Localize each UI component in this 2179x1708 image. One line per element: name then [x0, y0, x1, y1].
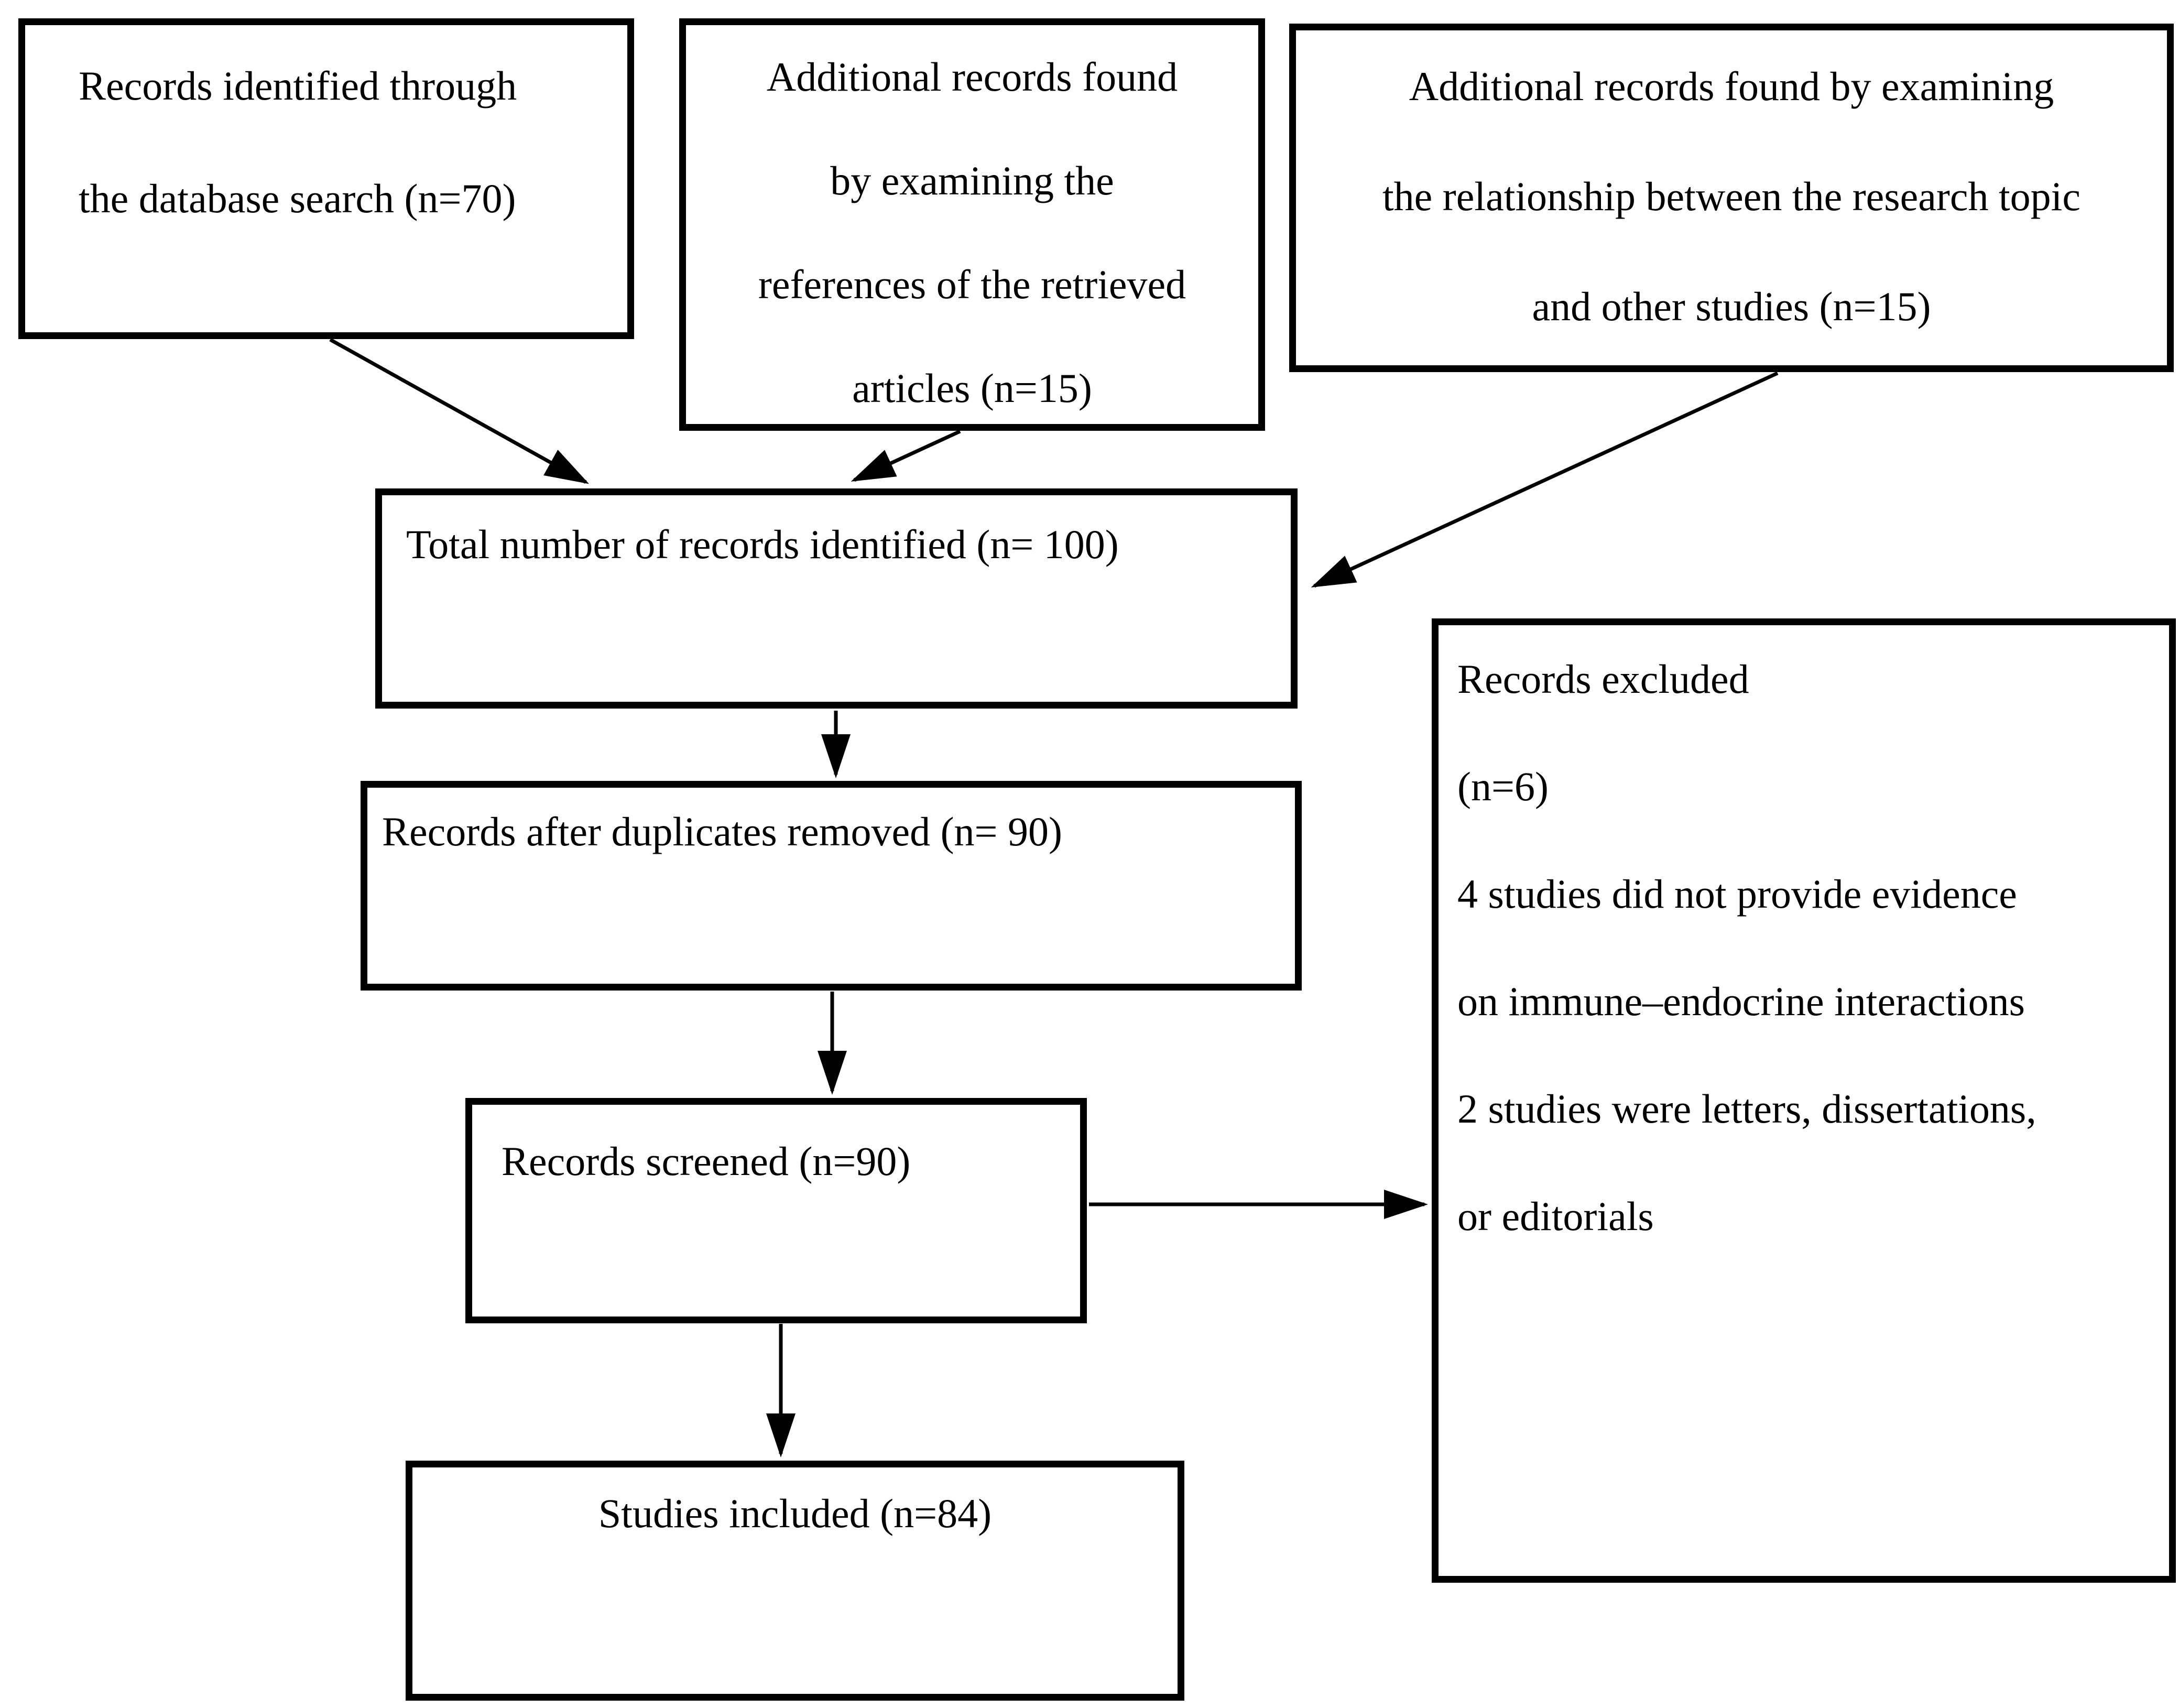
box-total-records-identified: Total number of records identified (n= 1… — [375, 488, 1298, 709]
additional-relationship-line: the relationship between the research to… — [1382, 173, 2080, 219]
records-identified-line: Records identified through — [79, 63, 517, 108]
records-excluded-line: on immune–endocrine interactions — [1457, 978, 2025, 1024]
box-records-identified: Records identified through the database … — [18, 18, 634, 339]
records-excluded-line: 4 studies did not provide evidence — [1457, 871, 2017, 917]
records-identified-line: the database search (n=70) — [79, 176, 516, 221]
box-records-excluded: Records excluded (n=6) 4 studies did not… — [1432, 618, 2176, 1583]
box-additional-records-references: Additional records found by examining th… — [679, 18, 1265, 431]
additional-references-line: articles (n=15) — [852, 365, 1092, 411]
duplicates-removed-line: Records after duplicates removed (n= 90) — [382, 809, 1063, 854]
additional-relationship-line: Additional records found by examining — [1409, 63, 2054, 109]
records-excluded-line: Records excluded — [1457, 656, 1749, 702]
arrow-references-to-total — [851, 429, 961, 482]
arrow-relationship-to-total — [1311, 371, 1779, 588]
additional-references-line: references of the retrieved — [758, 262, 1186, 307]
additional-references-line: by examining the — [830, 158, 1114, 203]
additional-relationship-line: and other studies (n=15) — [1532, 284, 1931, 329]
records-excluded-line: 2 studies were letters, dissertations, — [1457, 1086, 2036, 1132]
studies-included-line: Studies included (n=84) — [598, 1491, 992, 1536]
records-excluded-line: or editorials — [1457, 1193, 1654, 1239]
records-excluded-line: (n=6) — [1457, 764, 1549, 809]
arrow-database-search-to-total — [329, 338, 590, 484]
box-additional-records-relationship: Additional records found by examining th… — [1289, 24, 2174, 372]
box-records-screened: Records screened (n=90) — [465, 1098, 1087, 1323]
additional-references-line: Additional records found — [766, 54, 1178, 100]
box-studies-included: Studies included (n=84) — [406, 1461, 1184, 1701]
box-records-after-duplicates-removed: Records after duplicates removed (n= 90) — [361, 781, 1302, 991]
total-identified-line: Total number of records identified (n= 1… — [406, 521, 1119, 567]
records-screened-line: Records screened (n=90) — [502, 1138, 911, 1184]
